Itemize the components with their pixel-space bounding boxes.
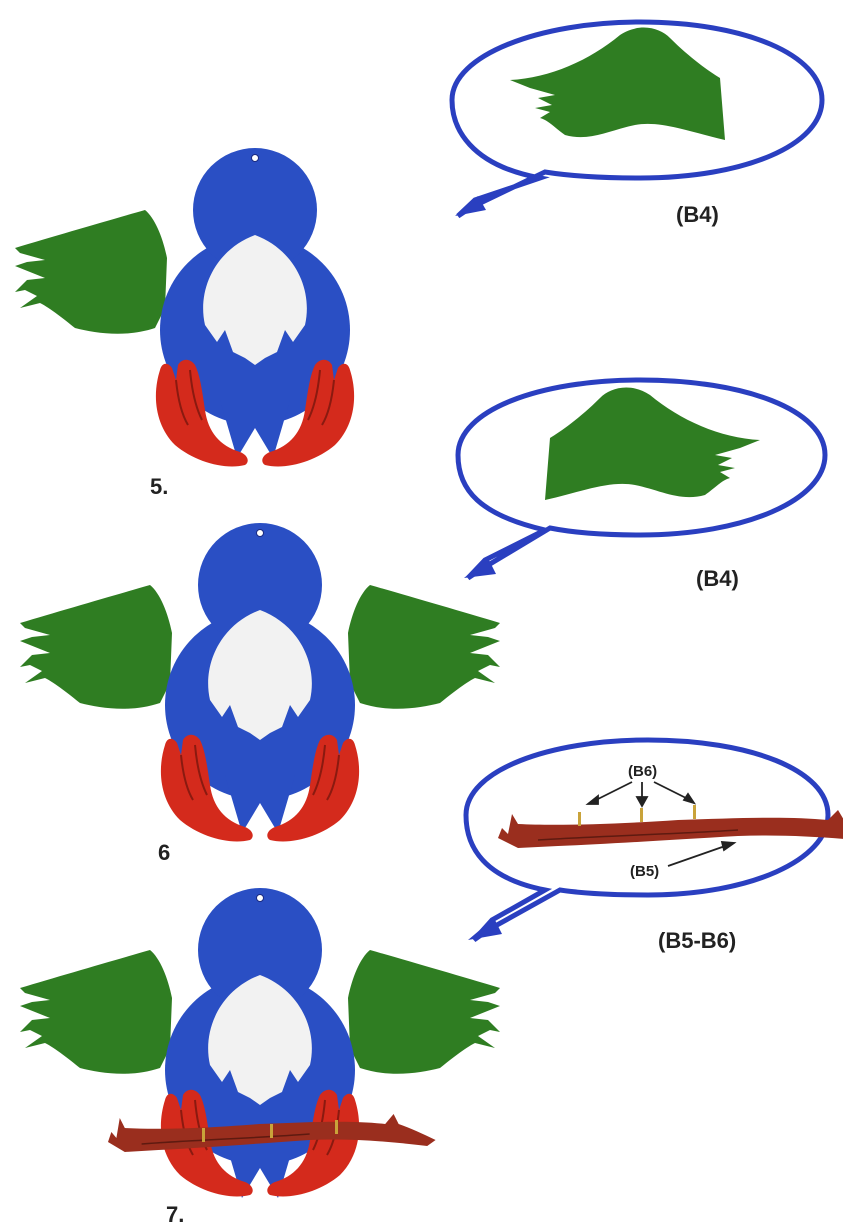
bird-7-nail: [202, 1128, 205, 1142]
bird-step-6: [20, 522, 500, 843]
bird-6-left-wing: [20, 585, 172, 709]
step-7-number: 7.: [166, 1202, 184, 1227]
callout-2: (B4): [455, 377, 828, 591]
callout-3-nail-arrows: [585, 781, 697, 808]
callout-3-nail: [640, 808, 643, 822]
callout-3-branch-arrow: [667, 840, 737, 867]
callout-1: (B4): [449, 19, 825, 227]
bird-7-nail: [335, 1120, 338, 1134]
step-6-number: 6: [158, 840, 170, 865]
bird-7-right-wing: [348, 950, 500, 1074]
bird-7-left-wing: [20, 950, 172, 1074]
callout-3-ref: (B5-B6): [658, 928, 736, 953]
callout-3-arrowhead: [468, 918, 502, 940]
callout-2-arrowhead: [464, 558, 496, 578]
callout-3-branch-label: (B5): [630, 863, 659, 880]
step-5-number: 5.: [150, 474, 168, 499]
bird-5-left-wing: [15, 210, 167, 334]
bird-step-7: [20, 887, 500, 1199]
callout-3: (B6) (B5) (B5-B6): [463, 737, 843, 953]
callout-3-nails-label: (B6): [628, 763, 657, 780]
callout-3-nail: [578, 812, 581, 826]
bird-7-nails: [202, 1120, 338, 1142]
bird-step-5: [15, 147, 356, 468]
callout-1-ref: (B4): [676, 202, 719, 227]
bird-6-right-wing: [348, 585, 500, 709]
callout-2-ref: (B4): [696, 566, 739, 591]
bird-7-nail: [270, 1124, 273, 1138]
callout-3-nails: [578, 805, 696, 826]
callout-3-nail: [693, 805, 696, 819]
callout-1-arrowhead: [455, 196, 486, 216]
